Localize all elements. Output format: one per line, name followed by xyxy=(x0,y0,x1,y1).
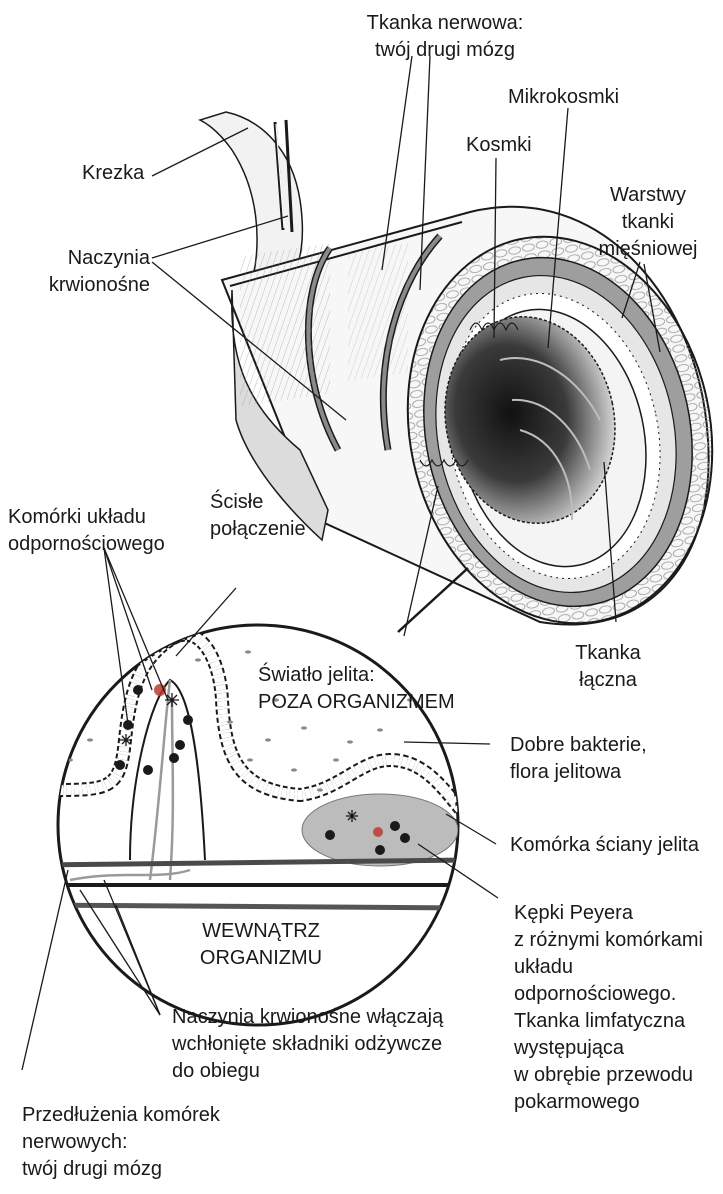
label-gut-wall-cell: Komórka ściany jelita xyxy=(510,832,699,859)
label-nerve-tissue: Tkanka nerwowa:twój drugi mózg xyxy=(340,10,550,64)
label-microvilli: Mikrokosmki xyxy=(508,84,619,111)
intestine-cross-section xyxy=(222,207,723,652)
label-good-bacteria: Dobre bakterie,flora jelitowa xyxy=(510,732,647,786)
label-gut-lumen: Światło jelita:POZA ORGANIZMEM xyxy=(258,662,455,716)
label-villi: Kosmki xyxy=(466,132,532,159)
label-mesentery: Krezka xyxy=(82,160,144,187)
